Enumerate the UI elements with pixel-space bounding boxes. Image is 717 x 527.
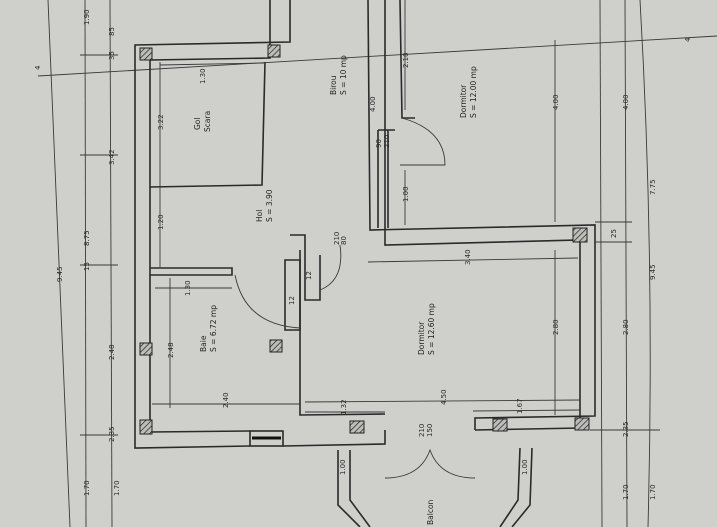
dim-top-35: 35	[108, 51, 116, 60]
dim-right-2-80: 2.80	[622, 319, 630, 335]
dim-right-1-70b: 1.70	[649, 484, 657, 500]
dim-scara-width: 1.30	[199, 68, 207, 84]
svg-text:Gol: Gol	[193, 118, 202, 130]
dim-dorm-3-40: 3.40	[464, 249, 472, 265]
dim-right-4-00b: 4.00	[622, 94, 630, 110]
dim-wall-12b: 12	[305, 271, 313, 280]
dim-scara-length: 3.22	[157, 114, 165, 130]
svg-text:S = 3.90: S = 3.90	[265, 189, 274, 222]
left-dimensions	[47, 0, 118, 527]
dim-dorm-1-67: 1.67	[516, 398, 524, 414]
dim-birou-4-00: 4.00	[369, 96, 377, 112]
svg-text:Birou: Birou	[329, 75, 338, 95]
svg-text:S = 12.00 mp: S = 12.00 mp	[469, 66, 478, 118]
axis-marker-right: 4	[684, 37, 692, 42]
room-label-baie: Baie S = 6.72 mp	[199, 305, 218, 352]
door-label-dormitor: 90 210	[375, 135, 391, 148]
dim-balcon-right: 1.00	[521, 459, 529, 475]
dim-dorm-2-80: 2.80	[552, 319, 560, 335]
dim-baie-2-48: 2.48	[167, 342, 175, 358]
dim-right-4-00: 4.00	[552, 94, 560, 110]
room-label-balcon: Balcon	[426, 499, 435, 525]
dim-balcon-left: 1.00	[339, 459, 347, 475]
svg-text:210: 210	[418, 424, 426, 437]
room-label-hol: Hol S = 3.90	[255, 189, 274, 222]
dim-top-1-90: 1.90	[83, 9, 91, 25]
svg-text:Baie: Baie	[199, 335, 208, 352]
dim-dorm-1-32: 1.32	[340, 399, 348, 415]
svg-text:Hol: Hol	[255, 210, 264, 222]
svg-text:80: 80	[340, 236, 348, 245]
svg-text:S = 10 mp: S = 10 mp	[339, 55, 348, 95]
axis-line	[37, 35, 717, 77]
room-label-birou: Birou S = 10 mp	[329, 55, 348, 95]
svg-text:90: 90	[375, 139, 383, 148]
svg-text:S = 6.72 mp: S = 6.72 mp	[209, 305, 218, 352]
room-label-gol-scara: Gol Scara	[193, 111, 212, 132]
structural-columns	[139, 44, 590, 435]
svg-text:Scara: Scara	[203, 111, 212, 132]
door-label-hol: 210 80	[333, 232, 348, 245]
dim-right-1-70: 1.70	[622, 484, 630, 500]
axis-marker-left: 4	[34, 65, 42, 70]
dim-baie-2-40: 2.40	[222, 392, 230, 408]
dim-dorm2-1-00: 1.00	[402, 186, 410, 202]
dim-birou-2-10: 2.10	[402, 52, 410, 68]
dim-wall-12: 12	[288, 296, 296, 305]
svg-text:210: 210	[383, 135, 391, 148]
dim-right-2-35: 2.35	[622, 421, 630, 437]
dim-left-2-48: 2.48	[108, 344, 116, 360]
dim-hol-1-20: 1.20	[157, 214, 165, 230]
dim-left-3-42: 3.42	[108, 149, 116, 165]
dim-right-7-75: 7.75	[649, 179, 657, 195]
svg-text:150: 150	[426, 424, 434, 437]
dim-left-1-70a: 1.70	[83, 480, 91, 496]
svg-text:S = 12.60 mp: S = 12.60 mp	[427, 303, 436, 355]
dim-top-85: 85	[108, 27, 116, 36]
svg-text:Dormitor: Dormitor	[459, 84, 468, 118]
interior-dimensions	[152, 0, 660, 527]
dim-left-total: 9.45	[56, 266, 64, 282]
dim-left-2-35: 2.35	[108, 426, 116, 442]
dim-baie-1-30: 1.30	[184, 280, 192, 296]
room-label-dormitor-2: Dormitor S = 12.00 mp	[459, 66, 478, 118]
svg-text:Dormitor: Dormitor	[417, 321, 426, 355]
dim-left-1-70b: 1.70	[113, 480, 121, 496]
dim-right-9-45: 9.45	[649, 264, 657, 280]
dim-left-15: 15	[83, 262, 91, 271]
dim-left-mid: 8.75	[83, 230, 91, 246]
svg-text:210: 210	[333, 232, 341, 245]
room-label-dormitor-1: Dormitor S = 12.60 mp	[417, 303, 436, 355]
dim-dorm-4-50: 4.50	[440, 389, 448, 405]
dim-right-25: 25	[610, 229, 618, 238]
door-label-balcon: 210 150	[418, 424, 434, 437]
